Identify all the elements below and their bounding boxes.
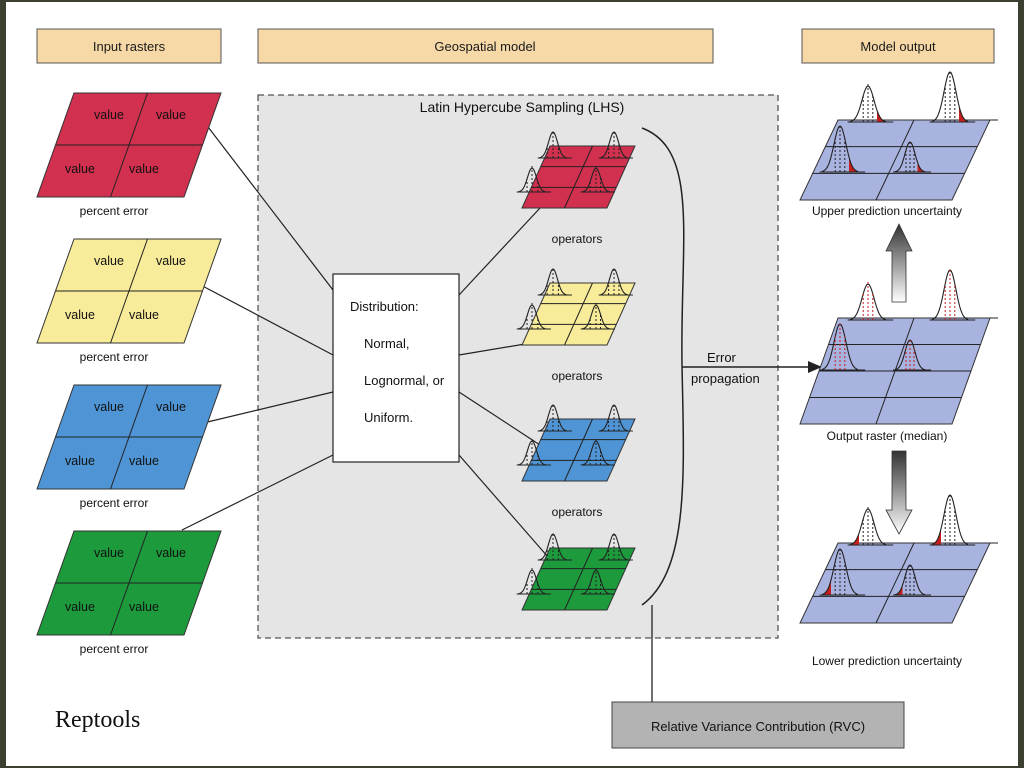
footer-reptools: Reptools	[55, 707, 140, 733]
input-raster-2-col-line	[110, 238, 148, 344]
header-model-label: Geospatial model	[434, 39, 535, 54]
input-raster-4-col-line	[110, 530, 148, 636]
header-geospatial-model: Geospatial model	[257, 28, 714, 64]
output-raster-median: Output raster (median)	[799, 268, 998, 443]
distribution-option-lognormal: Lognormal, or	[364, 373, 445, 388]
rvc-label: Relative Variance Contribution (RVC)	[651, 719, 865, 734]
arrow-up-icon	[885, 223, 913, 303]
input-raster-4-cell-value: value	[94, 546, 124, 560]
error-propagation-line2: propagation	[691, 371, 760, 386]
lhs-title: Latin Hypercube Sampling (LHS)	[420, 99, 625, 115]
error-propagation-line1: Error	[707, 350, 737, 365]
output-raster-upper: Upper prediction uncertainty	[799, 70, 998, 218]
distribution-tail-fill	[877, 110, 886, 122]
input-raster-2-caption: percent error	[80, 350, 149, 364]
header-output-label: Model output	[860, 39, 936, 54]
input-raster-2-cell-value: value	[94, 254, 124, 268]
operators-label-1: operators	[552, 232, 603, 246]
input-raster-2-cell-value: value	[156, 254, 186, 268]
distribution-option-uniform: Uniform.	[364, 410, 413, 425]
lhs-sample-1-col-line	[564, 145, 593, 209]
input-raster-3-cell-value: value	[65, 454, 95, 468]
sample-connectors	[458, 207, 556, 566]
sample-brace	[641, 127, 685, 606]
input-raster-1-cell-value: value	[65, 162, 95, 176]
arrow-down-icon	[885, 450, 913, 535]
output-raster-median-caption: Output raster (median)	[827, 429, 948, 443]
distribution-tail-fill	[895, 585, 903, 595]
lhs-sample-3: operators	[516, 403, 636, 519]
input-raster-1-cell-value: value	[156, 108, 186, 122]
input-raster-4-cell-value: value	[129, 600, 159, 614]
operators-label-2: operators	[552, 369, 603, 383]
input-connectors	[181, 122, 334, 531]
distribution-tail-fill	[849, 157, 858, 172]
input-raster-3-cell-value: value	[129, 454, 159, 468]
input-raster-3-caption: percent error	[80, 496, 149, 510]
input-raster-2-cell-value: value	[129, 308, 159, 322]
input-raster-4: value value value value percent error	[36, 530, 222, 656]
input-raster-4-caption: percent error	[80, 642, 149, 656]
lhs-sample-1: operators	[516, 130, 636, 246]
distribution-tail-fill	[959, 105, 968, 122]
header-input-label: Input rasters	[93, 39, 166, 54]
input-raster-2: value value value value percent error	[36, 238, 222, 364]
header-model-output: Model output	[801, 28, 995, 64]
distribution-tail-fill	[917, 162, 925, 172]
input-raster-3-cell-value: value	[94, 400, 124, 414]
lhs-sample-3-col-line	[564, 418, 593, 482]
operators-label-3: operators	[552, 505, 603, 519]
distribution-option-normal: Normal,	[364, 336, 410, 351]
lhs-sample-2-col-line	[564, 282, 593, 346]
lhs-sample-4-col-line	[564, 547, 593, 611]
distribution-box: Distribution: Normal, Lognormal, or Unif…	[332, 273, 460, 463]
distribution-tail-fill	[932, 528, 941, 545]
input-raster-1-caption: percent error	[80, 204, 149, 218]
input-raster-4-cell-value: value	[156, 546, 186, 560]
input-raster-1: value value value value percent error	[36, 92, 222, 218]
error-propagation-arrow	[682, 361, 822, 373]
output-raster-median-col-line	[875, 317, 915, 425]
distribution-tail-fill	[822, 580, 831, 595]
input-raster-4-cell-value: value	[65, 600, 95, 614]
input-raster-2-cell-value: value	[65, 308, 95, 322]
distribution-tail-fill	[850, 533, 859, 545]
input-raster-1-cell-value: value	[129, 162, 159, 176]
input-raster-3-col-line	[110, 384, 148, 490]
output-raster-upper-col-line	[875, 119, 915, 201]
input-raster-3: value value value value percent error	[36, 384, 222, 510]
output-raster-lower-col-line	[875, 542, 915, 624]
rvc-box: Relative Variance Contribution (RVC)	[611, 701, 905, 749]
header-input-rasters: Input rasters	[36, 28, 222, 64]
lhs-sample-4	[516, 532, 636, 611]
input-raster-1-cell-value: value	[94, 108, 124, 122]
lhs-sample-2: operators	[516, 267, 636, 383]
output-raster-lower: Lower prediction uncertainty	[799, 493, 998, 668]
distribution-title: Distribution:	[350, 299, 419, 314]
input-raster-1-col-line	[110, 92, 148, 198]
output-raster-lower-caption: Lower prediction uncertainty	[812, 654, 962, 668]
output-raster-upper-caption: Upper prediction uncertainty	[812, 204, 962, 218]
input-raster-3-cell-value: value	[156, 400, 186, 414]
